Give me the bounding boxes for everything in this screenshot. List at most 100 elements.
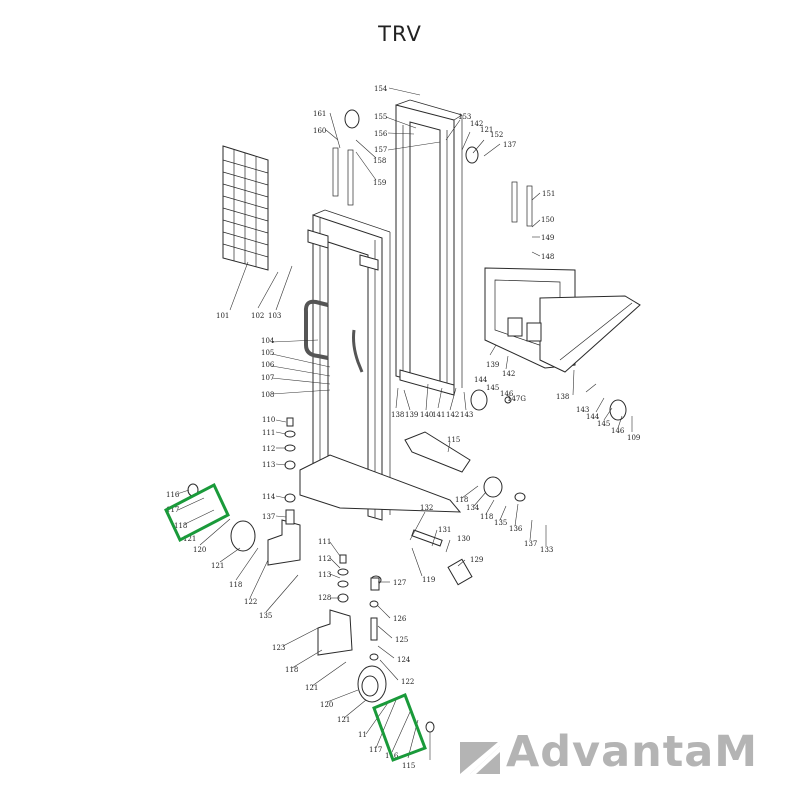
push-handle xyxy=(303,299,329,360)
callout-label: 161 xyxy=(313,110,326,118)
callout-label: 121 xyxy=(211,562,224,570)
callout-label: 157 xyxy=(374,146,387,154)
callout-label: 145 xyxy=(597,420,610,428)
callout-label: 140 xyxy=(420,411,433,419)
callout-label: 122 xyxy=(401,678,414,686)
guard-panel xyxy=(222,145,269,271)
callout-label: 159 xyxy=(373,179,386,187)
callout-label: 143 xyxy=(460,411,473,419)
callout-label: 131 xyxy=(438,526,451,534)
callout-label: 141 xyxy=(432,411,445,419)
callout-label: 113 xyxy=(262,461,275,469)
outer-mast xyxy=(395,99,463,396)
callout-label: 103 xyxy=(268,312,281,320)
brand-logo-text: AdvantaM xyxy=(506,727,759,777)
callout-label: 153 xyxy=(458,113,471,121)
highlight-boxes xyxy=(164,482,427,762)
leader-lines xyxy=(176,87,633,760)
callout-label: 117 xyxy=(369,746,382,754)
callout-label: 115 xyxy=(402,762,415,770)
callout-label: 135 xyxy=(494,519,507,527)
callout-label: 116 xyxy=(166,491,180,499)
callout-label: 130 xyxy=(457,535,470,543)
callout-label: 139 xyxy=(486,361,499,369)
callout-label: 148 xyxy=(541,253,554,261)
callout-label: 115 xyxy=(447,436,460,444)
callout-label: 160 xyxy=(313,127,326,135)
callout-label: 126 xyxy=(393,615,407,623)
callout-label: 118 xyxy=(229,581,242,589)
callout-label: 111 xyxy=(318,538,331,546)
callout-label: 144 xyxy=(474,376,488,384)
callout-label: 121 xyxy=(337,716,350,724)
callout-label: 118 xyxy=(480,513,493,521)
callout-label: 152 xyxy=(490,131,503,139)
callout-label: 121 xyxy=(183,535,196,543)
callout-label: 146 xyxy=(611,427,625,435)
callout-label: 107 xyxy=(261,374,274,382)
callout-label: 138 xyxy=(391,411,404,419)
callout-label: 110 xyxy=(262,416,275,424)
callout-label: 114 xyxy=(262,493,276,501)
callout-label: 158 xyxy=(373,157,386,165)
callout-label: 120 xyxy=(193,546,206,554)
callout-label: 101 xyxy=(216,312,229,320)
callout-label: 112 xyxy=(318,555,331,563)
callout-label: 128 xyxy=(318,594,331,602)
callout-label: 149 xyxy=(541,234,554,242)
advantam-logo-icon xyxy=(460,742,500,774)
callout-label: 134 xyxy=(466,504,480,512)
callout-label: 106 xyxy=(261,361,275,369)
callout-label: 112 xyxy=(262,445,275,453)
callout-label: 136 xyxy=(509,525,523,533)
callout-label: 135 xyxy=(259,612,272,620)
callout-label: 142 xyxy=(502,370,515,378)
callout-label: 155 xyxy=(374,113,387,121)
fork-carriage xyxy=(484,267,641,373)
callout-label: 125 xyxy=(395,636,408,644)
callout-label: 137 xyxy=(524,540,537,548)
base-legs xyxy=(267,431,471,656)
callout-label: 113 xyxy=(318,571,331,579)
callout-label: 11 xyxy=(358,731,367,739)
callout-label: 145 xyxy=(486,384,499,392)
callout-label: 124 xyxy=(397,656,411,664)
callout-label: 118 xyxy=(455,496,468,504)
callout-label: 120 xyxy=(320,701,333,709)
callout-label: 121 xyxy=(480,126,493,134)
callout-label: 129 xyxy=(470,556,483,564)
callout-label: 121 xyxy=(305,684,318,692)
callout-label: 109 xyxy=(627,434,640,442)
callout-label: 108 xyxy=(261,391,274,399)
callout-label: 139 xyxy=(405,411,418,419)
callout-label: 147G xyxy=(507,395,526,403)
callout-label: 144 xyxy=(586,413,600,421)
callout-label: 122 xyxy=(244,598,257,606)
callout-label: 111 xyxy=(262,429,275,437)
callout-label: 151 xyxy=(542,190,555,198)
callout-label: 142 xyxy=(470,120,483,128)
callout-label: 154 xyxy=(374,85,388,93)
callout-label: 118 xyxy=(285,666,298,674)
callout-label: 146 xyxy=(500,390,514,398)
highlight-box-lower-117 xyxy=(372,693,427,762)
small-hardware xyxy=(284,396,526,661)
callout-label: 137 xyxy=(503,141,516,149)
callout-label: 117 xyxy=(166,506,179,514)
callout-label: 133 xyxy=(540,546,553,554)
callout-label: 119 xyxy=(422,576,435,584)
callout-label: 156 xyxy=(374,130,388,138)
callout-label: 143 xyxy=(576,406,589,414)
callout-label: 105 xyxy=(261,349,274,357)
highlight-box-upper-117 xyxy=(164,482,230,543)
callout-label: 138 xyxy=(556,393,569,401)
callout-label: 150 xyxy=(541,216,554,224)
lift-chains xyxy=(332,147,533,227)
callout-label: 118 xyxy=(174,522,187,530)
callout-label: 132 xyxy=(420,504,433,512)
callout-label: 142 xyxy=(446,411,459,419)
callout-label: 123 xyxy=(272,644,285,652)
callout-label: 104 xyxy=(261,337,275,345)
diagram-title: TRV xyxy=(378,22,422,46)
